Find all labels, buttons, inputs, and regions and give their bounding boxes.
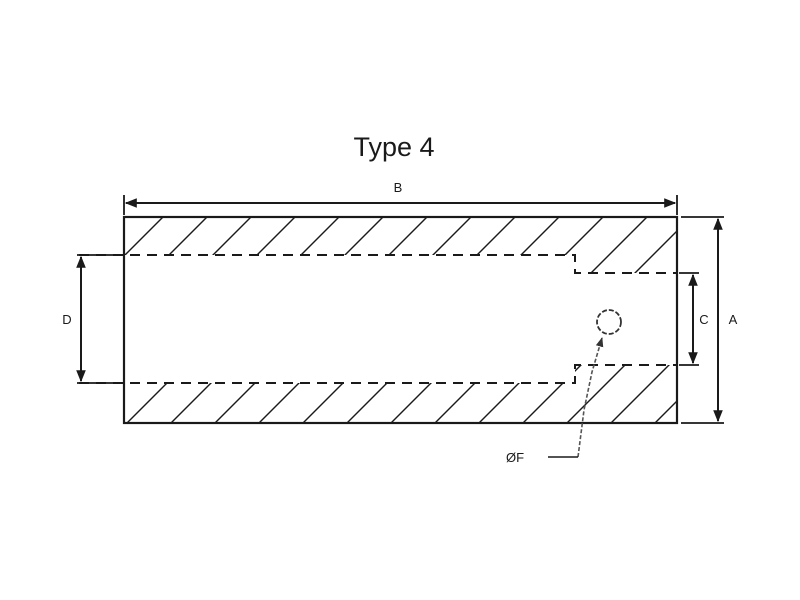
bore-hidden-lines (79, 254, 677, 384)
dimension-d-label: D (62, 312, 71, 327)
dimension-d: D (62, 254, 122, 384)
dimension-c-label: C (699, 312, 708, 327)
dimension-b: B (123, 180, 678, 215)
bushing-body-outline (122, 215, 679, 425)
dimension-b-label: B (394, 180, 403, 195)
hole-f-label: ØF (506, 450, 524, 465)
bore-top-hidden-line (79, 254, 677, 274)
drawing-title: Type 4 (353, 132, 434, 162)
hole-f-leader (577, 337, 604, 458)
dimension-c: C (679, 272, 709, 366)
hole-f: ØF (506, 309, 622, 465)
dimension-a: A (681, 216, 738, 424)
dimension-a-label: A (729, 312, 738, 327)
bore-bottom-hidden-line (79, 364, 677, 384)
bottom-wall-hatching (124, 365, 677, 423)
hole-f-circle (596, 309, 622, 335)
